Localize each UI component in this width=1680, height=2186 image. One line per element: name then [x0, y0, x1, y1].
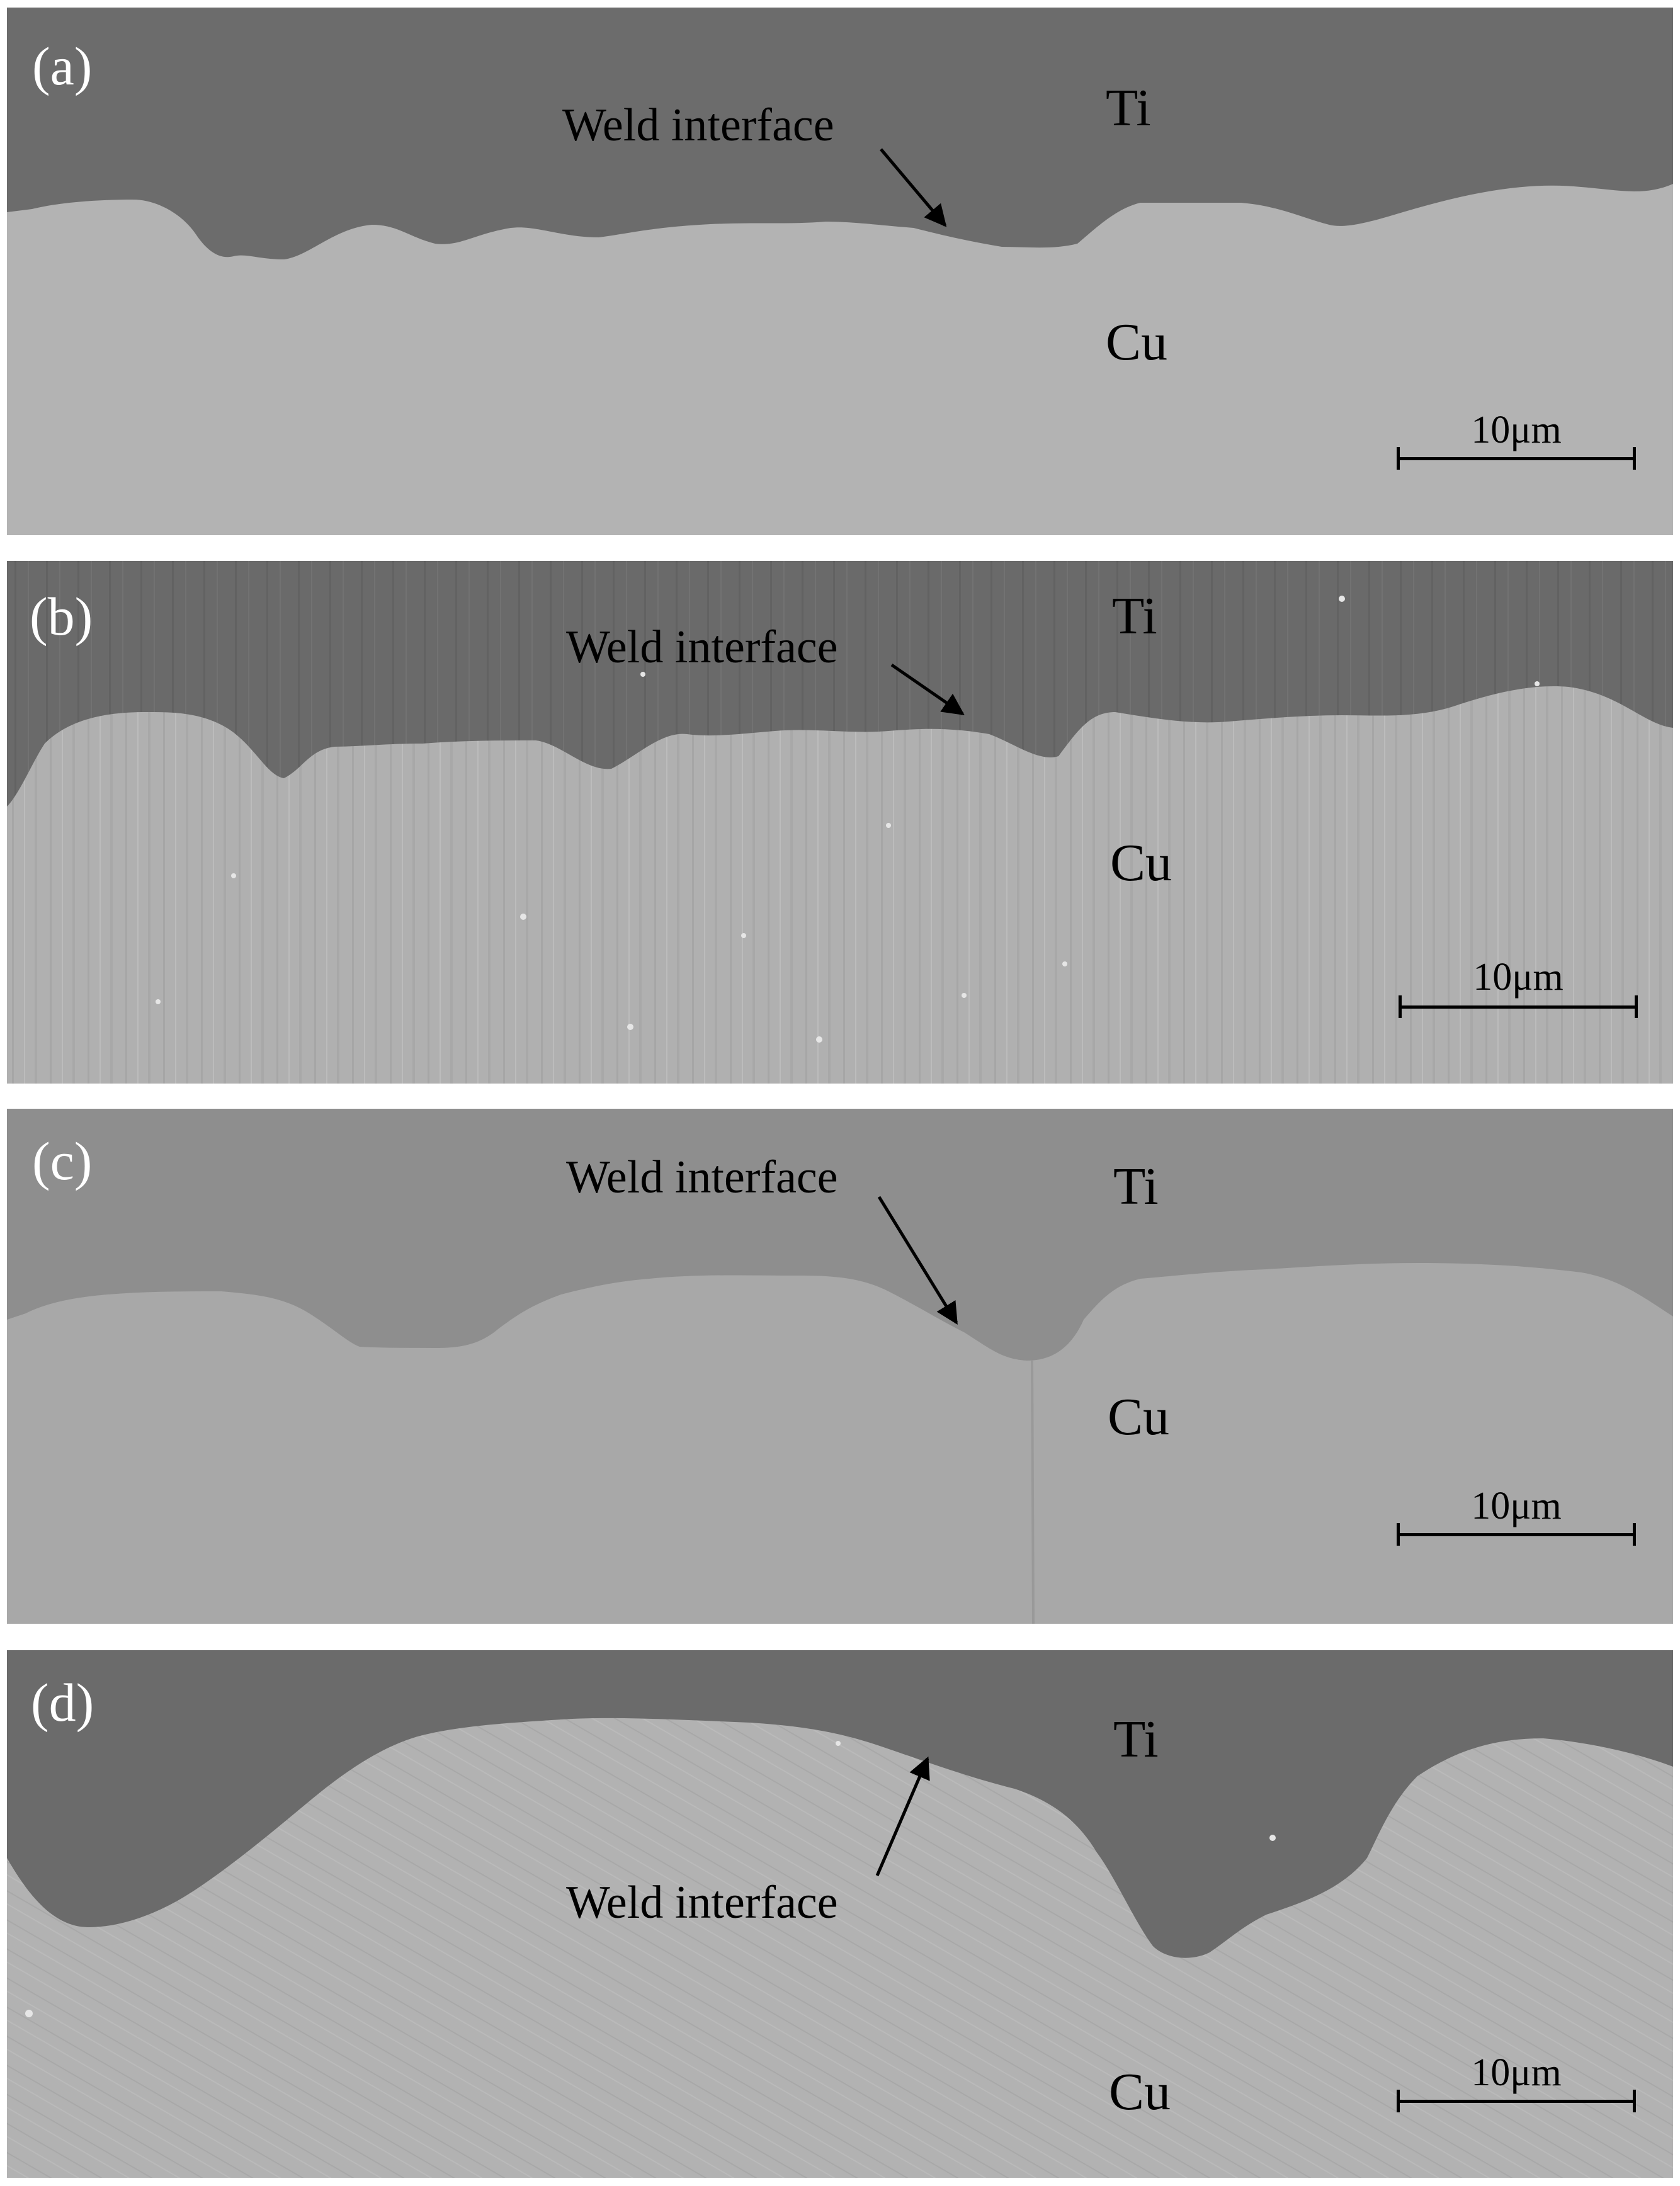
copper-label: Cu: [1110, 834, 1172, 892]
titanium-label: Ti: [1106, 79, 1151, 137]
scale-bar: [1399, 995, 1638, 1018]
scale-bar-label: 10μm: [1473, 956, 1564, 999]
panel-label: (d): [31, 1672, 94, 1733]
weld-interface-label: Weld interface: [566, 1877, 838, 1928]
panel-label: (c): [32, 1131, 93, 1191]
micrograph-image-b: [7, 561, 1673, 1084]
micrograph-image-a: [7, 8, 1673, 535]
weld-interface-label: Weld interface: [566, 1152, 838, 1203]
micrograph-panel-c: (c) Ti Cu Weld interface 10μm: [7, 1109, 1673, 1624]
micrograph-image-d: [7, 1650, 1673, 2178]
copper-label: Cu: [1106, 313, 1168, 371]
copper-label: Cu: [1108, 1388, 1170, 1446]
weld-interface-arrow: [890, 663, 965, 716]
micrograph-image-c: [7, 1109, 1673, 1624]
titanium-label: Ti: [1112, 587, 1157, 645]
micrograph-panel-b: (b) Ti Cu Weld interface 10μm: [7, 561, 1673, 1084]
scale-bar: [1397, 2090, 1636, 2112]
panel-label: (b): [30, 586, 93, 647]
copper-label: Cu: [1109, 2063, 1171, 2121]
micrograph-panel-a: (a) Ti Cu Weld interface 10μm: [7, 8, 1673, 535]
micrograph-panel-d: (d) Ti Cu Weld interface 10μm: [7, 1650, 1673, 2178]
scale-bar: [1397, 1523, 1636, 1546]
scale-bar-label: 10μm: [1471, 2051, 1562, 2094]
weld-interface-arrow: [880, 148, 947, 227]
weld-interface-arrow: [877, 1196, 958, 1325]
titanium-label: Ti: [1113, 1710, 1159, 1769]
scale-bar: [1397, 447, 1636, 470]
weld-interface-arrow: [875, 1756, 930, 1876]
titanium-label: Ti: [1113, 1157, 1159, 1216]
weld-interface-label: Weld interface: [562, 99, 834, 151]
scale-bar-label: 10μm: [1471, 1485, 1562, 1527]
scale-bar-label: 10μm: [1471, 409, 1562, 451]
weld-interface-label: Weld interface: [566, 621, 838, 673]
panel-label: (a): [32, 36, 93, 96]
